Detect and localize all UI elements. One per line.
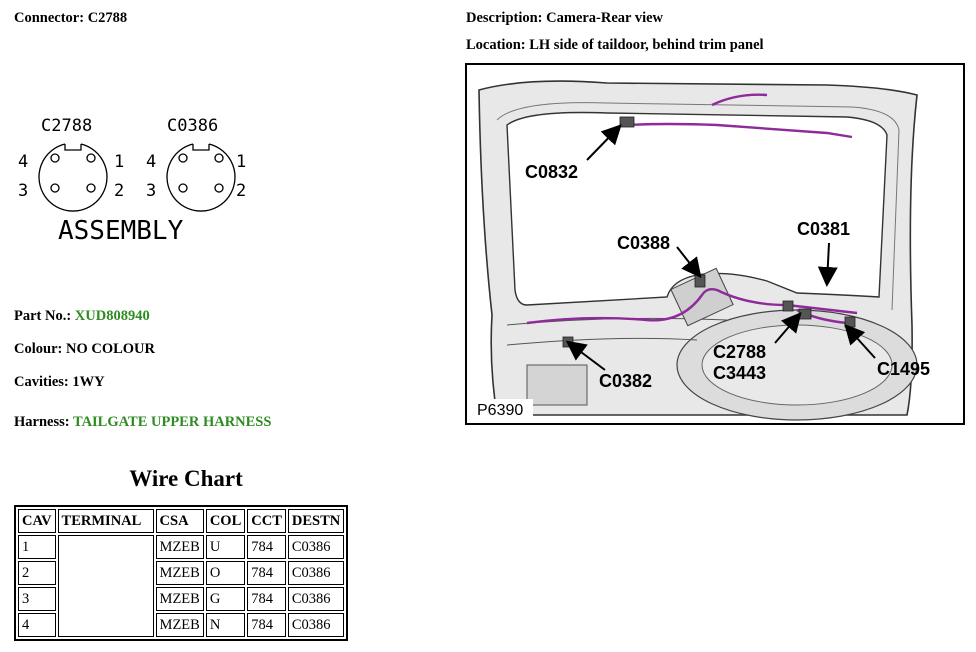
col-col: COL xyxy=(205,509,246,533)
colour-label: Colour: xyxy=(14,341,63,357)
pin-label-2: 2 xyxy=(114,181,124,201)
left-connector-outline xyxy=(38,143,108,212)
cell-cct: 784 xyxy=(247,535,286,559)
part-label: Part No.: xyxy=(14,308,72,324)
cell-cav: 1 xyxy=(18,535,56,559)
colour: Colour: NO COLOUR xyxy=(14,341,155,358)
harness-label: Harness: xyxy=(14,414,70,430)
col-csa: CSA xyxy=(155,509,204,533)
connector-label: Connector: xyxy=(14,10,85,26)
pin-label-3: 3 xyxy=(18,181,28,201)
right-connector-outline xyxy=(166,143,236,212)
figure-id: P6390 xyxy=(477,402,523,419)
connector-id: Connector: C2788 xyxy=(14,10,127,27)
callout-c3443: C3443 xyxy=(713,363,766,383)
wire-chart-table: CAV TERMINAL CSA COL CCT DESTN 1 MZEB U … xyxy=(14,505,349,641)
callout-c0388: C0388 xyxy=(617,233,670,253)
cavities-label: Cavities: xyxy=(14,374,69,390)
cell-col: N xyxy=(205,613,246,637)
pin-label-4b: 4 xyxy=(146,152,156,172)
assembly-caption: ASSEMBLY xyxy=(58,216,184,246)
cell-destn: C0386 xyxy=(287,613,345,637)
connector-value: C2788 xyxy=(87,10,128,26)
colour-value: NO COLOUR xyxy=(65,341,155,357)
callout-c2788: C2788 xyxy=(713,342,766,362)
location-value: LH side of taildoor, behind trim panel xyxy=(529,37,764,53)
table-row: 2 MZEB O 784 C0386 xyxy=(18,561,345,585)
tailgate-frame xyxy=(478,80,918,421)
pin-label-4: 4 xyxy=(18,152,28,172)
cell-destn: C0386 xyxy=(287,561,345,585)
pin-label-2b: 2 xyxy=(236,181,246,201)
callout-c0382: C0382 xyxy=(599,371,652,391)
location-label: Location: xyxy=(466,37,526,53)
col-cav: CAV xyxy=(18,509,56,533)
description: Description: Camera-Rear view xyxy=(466,10,663,27)
part-value[interactable]: XUD808940 xyxy=(74,308,150,324)
description-label: Description: xyxy=(466,10,543,26)
pin-label-3b: 3 xyxy=(146,181,156,201)
cell-cav: 4 xyxy=(18,613,56,637)
pin-label-1b: 1 xyxy=(236,152,246,172)
left-connector-name: C2788 xyxy=(41,116,92,136)
cell-cct: 784 xyxy=(247,613,286,637)
cell-col: G xyxy=(205,587,246,611)
cell-destn: C0386 xyxy=(287,587,345,611)
table-row: 4 MZEB N 784 C0386 xyxy=(18,613,345,637)
cell-cav: 3 xyxy=(18,587,56,611)
cell-csa: MZEB xyxy=(155,561,204,585)
cell-cct: 784 xyxy=(247,561,286,585)
cavities-value: 1WY xyxy=(72,374,105,390)
cell-csa: MZEB xyxy=(155,535,204,559)
wire-chart-title: Wire Chart xyxy=(129,466,243,491)
callout-c0381: C0381 xyxy=(797,219,850,239)
table-header-row: CAV TERMINAL CSA COL CCT DESTN xyxy=(18,509,345,533)
cell-csa: MZEB xyxy=(155,613,204,637)
cell-cav: 2 xyxy=(18,561,56,585)
callout-c1495: C1495 xyxy=(877,359,930,379)
col-destn: DESTN xyxy=(287,509,345,533)
cavities: Cavities: 1WY xyxy=(14,374,105,391)
col-cct: CCT xyxy=(247,509,286,533)
cell-destn: C0386 xyxy=(287,535,345,559)
tailgate-illustration: C0832 C0388 C0381 C2788 C3443 C1495 C038… xyxy=(473,80,930,421)
location: Location: LH side of taildoor, behind tr… xyxy=(466,37,764,54)
description-value: Camera-Rear view xyxy=(546,10,664,26)
cell-terminal xyxy=(57,535,154,637)
cell-cct: 784 xyxy=(247,587,286,611)
right-connector-name: C0386 xyxy=(167,116,218,136)
connector-face-view: C2788 C0386 4 1 3 2 4 1 3 2 ASSEMBLY xyxy=(18,116,246,246)
col-terminal: TERMINAL xyxy=(57,509,154,533)
cell-col: O xyxy=(205,561,246,585)
cell-col: U xyxy=(205,535,246,559)
pin-label-1: 1 xyxy=(114,152,124,172)
table-row: 3 MZEB G 784 C0386 xyxy=(18,587,345,611)
callout-c0832: C0832 xyxy=(525,162,578,182)
harness: Harness: TAILGATE UPPER HARNESS xyxy=(14,414,271,431)
cell-csa: MZEB xyxy=(155,587,204,611)
harness-value[interactable]: TAILGATE UPPER HARNESS xyxy=(72,414,272,430)
table-row: 1 MZEB U 784 C0386 xyxy=(18,535,345,637)
location-diagram: C0832 C0388 C0381 C2788 C3443 C1495 C038… xyxy=(465,63,965,425)
part-number: Part No.: XUD808940 xyxy=(14,308,150,325)
